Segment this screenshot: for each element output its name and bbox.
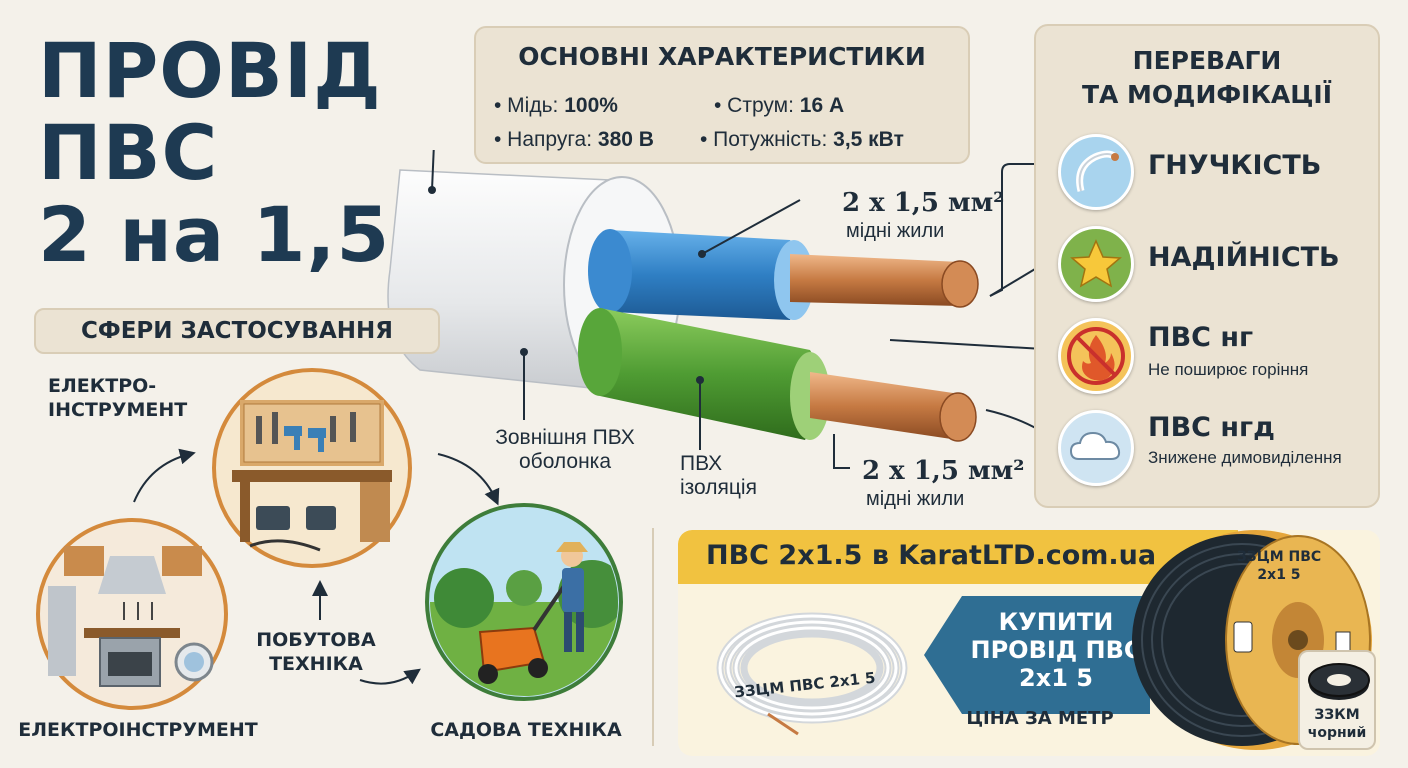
spec-current: • Струм: 16 А bbox=[714, 94, 845, 117]
core-sub-bottom: мідні жили bbox=[866, 488, 965, 510]
page-title: ПРОВІД ПВС 2 на 1,5 bbox=[38, 30, 458, 276]
specs-heading: ОСНОВНІ ХАРАКТЕРИСТИКИ bbox=[518, 42, 926, 71]
kitchen-illustration bbox=[36, 518, 228, 710]
blue-insulation-face bbox=[588, 229, 632, 313]
drum-label: ЗЗЦМ ПВС 2х1 5 bbox=[1236, 549, 1322, 583]
green-insulation-face bbox=[578, 308, 622, 396]
core-label-bottom: 2 х 1,5 мм² bbox=[862, 456, 1025, 486]
connector-ng bbox=[889, 339, 1061, 351]
caption-household: ПОБУТОВА ТЕХНІКА bbox=[256, 629, 376, 675]
green-insulation bbox=[600, 308, 822, 440]
caption-tools-bottom: ЕЛЕКТРОІНСТРУМЕНТ bbox=[18, 719, 258, 741]
workshop-illustration bbox=[212, 368, 412, 568]
copper-strands-bottom bbox=[810, 372, 967, 440]
advantage-ng: ПВС нг bbox=[1148, 322, 1254, 353]
spec-voltage: • Напруга: 380 В bbox=[494, 128, 654, 151]
caption-tools-top: ЕЛЕКТРО-ІНСТРУМЕНТ bbox=[48, 375, 188, 421]
black-coil-label: ЗЗКМ чорний bbox=[1307, 707, 1367, 741]
title-line-3: 2 на 1,5 bbox=[38, 190, 391, 279]
section-divider bbox=[652, 528, 654, 746]
leader-dot-sheath-top bbox=[428, 186, 436, 194]
black-coil-badge: ЗЗКМ чорний bbox=[1298, 650, 1376, 750]
white-coil-illustration bbox=[716, 612, 908, 736]
leader-dot-sheath-bottom bbox=[520, 348, 528, 356]
blue-insulation bbox=[610, 230, 803, 320]
advantages-heading: ПЕРЕВАГИ ТА МОДИФІКАЦІЇ bbox=[1081, 46, 1333, 109]
core-sub-top: мідні жили bbox=[846, 220, 945, 242]
price-label: ЦІНА ЗА МЕТР bbox=[966, 708, 1114, 729]
leader-blue bbox=[701, 199, 801, 255]
advantage-flexibility: ГНУЧКІСТЬ bbox=[1148, 150, 1322, 181]
copper-end-top bbox=[941, 260, 979, 308]
advantage-ngd-sub: Знижене димовиділення bbox=[1148, 448, 1342, 467]
black-coil-icon bbox=[1308, 663, 1370, 700]
buy-button-label[interactable]: КУПИТИ ПРОВІД ПВС 2х1 5 bbox=[970, 608, 1142, 692]
arrow-kitchen-to-workshop bbox=[133, 448, 196, 503]
no-fire-icon bbox=[1058, 318, 1134, 394]
caption-garden: САДОВА ТЕХНІКА bbox=[430, 719, 622, 741]
garden-illustration bbox=[425, 503, 623, 701]
advantage-reliability: НАДІЙНІСТЬ bbox=[1148, 242, 1340, 273]
cloud-icon bbox=[1058, 410, 1134, 486]
leader-dot-green bbox=[696, 376, 704, 384]
connector-flexibility bbox=[989, 163, 1060, 297]
title-line-1: ПРОВІД bbox=[38, 26, 382, 115]
leader-dot-blue bbox=[698, 250, 706, 258]
arrow-workshop-to-garden bbox=[437, 453, 500, 506]
advantage-ngd: ПВС нгд bbox=[1148, 412, 1275, 443]
specs-panel: ОСНОВНІ ХАРАКТЕРИСТИКИ • Мідь: 100% • Ст… bbox=[474, 26, 970, 164]
copper-strands-top bbox=[790, 254, 967, 306]
application-arrows bbox=[133, 448, 500, 685]
leader-core-bottom bbox=[833, 434, 850, 469]
sheath-label: Зовнішня ПВХ оболонка bbox=[495, 426, 635, 473]
title-line-2: ПВС bbox=[38, 108, 219, 197]
shop-header-bar: ПВС 2х1.5 в KaratLTD.com.ua bbox=[678, 530, 1238, 584]
shop-header-text[interactable]: ПВС 2х1.5 в KaratLTD.com.ua bbox=[706, 540, 1157, 571]
arrow-household-to-garden bbox=[359, 668, 421, 685]
flexible-cable-icon bbox=[1058, 134, 1134, 210]
spec-copper: • Мідь: 100% bbox=[494, 94, 618, 117]
applications-heading: СФЕРИ ЗАСТОСУВАННЯ bbox=[34, 308, 440, 354]
buy-button[interactable]: КУПИТИ ПРОВІД ПВС 2х1 5 bbox=[924, 596, 1150, 714]
copper-end-bottom bbox=[939, 392, 977, 442]
insulation-label: ПВХ ізоляція bbox=[680, 452, 757, 499]
advantage-ng-sub: Не поширює горіння bbox=[1148, 360, 1309, 379]
advantages-panel: ПЕРЕВАГИ ТА МОДИФІКАЦІЇ ГНУЧКІСТЬ НАДІЙН… bbox=[1034, 24, 1380, 508]
core-label-top: 2 х 1,5 мм² bbox=[842, 188, 1005, 218]
cable-illustration bbox=[387, 150, 979, 469]
star-icon bbox=[1058, 226, 1134, 302]
spec-power: • Потужність: 3,5 кВт bbox=[700, 128, 904, 151]
shop-banner[interactable]: ПВС 2х1.5 в KaratLTD.com.ua ЗЗЦМ ПВС 2х1… bbox=[678, 530, 1380, 756]
leader-sheath-top bbox=[431, 150, 435, 191]
buy-button-shape bbox=[924, 596, 1150, 714]
